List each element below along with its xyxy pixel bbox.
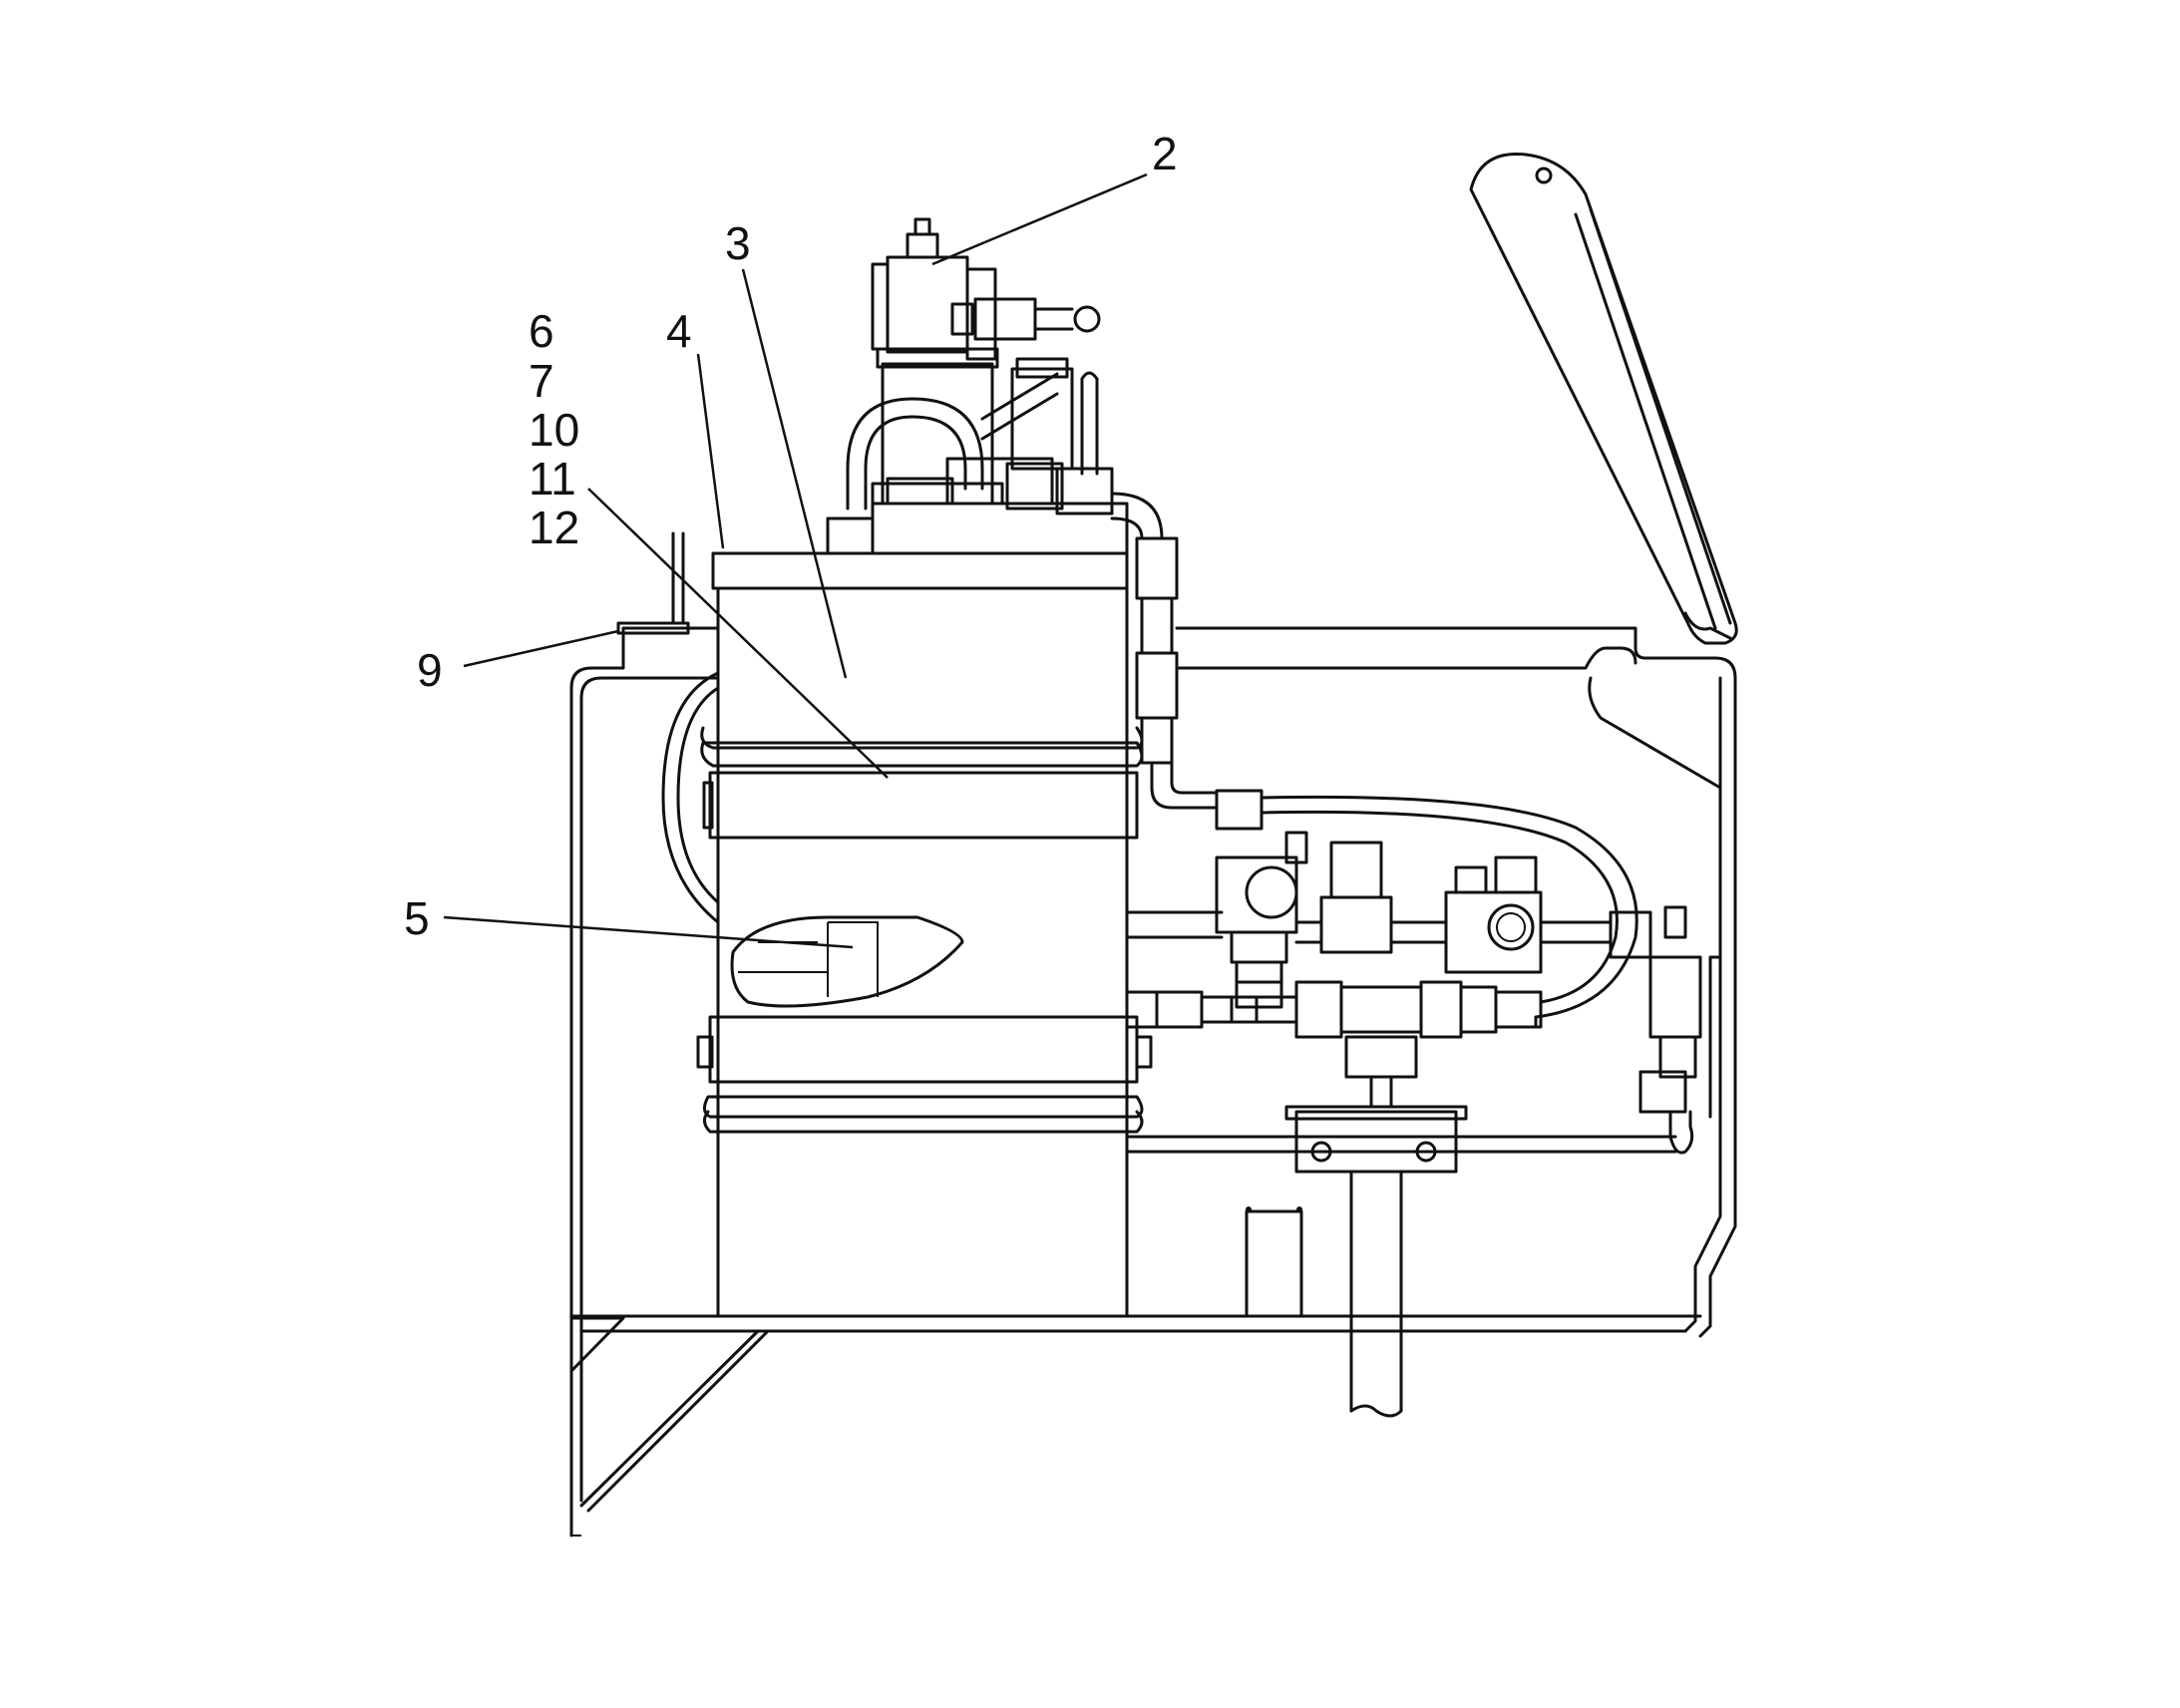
main-cylinder: [661, 551, 1153, 1318]
callout-6: 6: [529, 305, 554, 357]
pipework: [1125, 651, 1702, 1174]
leader-4: [696, 353, 725, 549]
callout-2: 2: [1152, 128, 1178, 179]
leader-9: [463, 629, 619, 668]
callout-leaders: [443, 172, 1148, 949]
leader-5: [443, 915, 854, 949]
callout-3: 3: [725, 217, 751, 269]
callout-4: 4: [666, 305, 692, 357]
callout-labels: 2 3 4 6 7 10 11 12 9 5: [404, 128, 1178, 944]
leader-11: [587, 488, 889, 779]
callout-12: 12: [529, 502, 579, 553]
enclosure: [569, 531, 1737, 1537]
callout-7: 7: [529, 355, 554, 407]
leader-3: [741, 268, 848, 679]
callout-9: 9: [417, 644, 443, 696]
callout-11: 11: [529, 453, 576, 505]
hinged-lid: [1469, 152, 1738, 645]
callout-10: 10: [529, 404, 579, 456]
leader-2: [931, 172, 1148, 266]
top-valve-assembly: [826, 217, 1179, 655]
callout-5: 5: [404, 892, 430, 944]
